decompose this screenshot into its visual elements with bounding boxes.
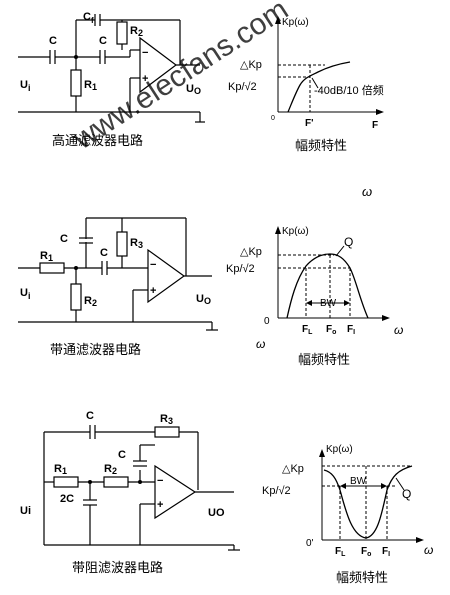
- bs-2c-label: 2C: [60, 493, 74, 505]
- bs-plus-label: +: [157, 499, 163, 511]
- hp-r1-label: R1: [84, 79, 97, 92]
- bs-r1-body: [53, 476, 79, 488]
- bp-plus-label: +: [150, 285, 156, 297]
- bp-minus-label: −: [150, 259, 156, 271]
- bp-vi-label: Ui: [20, 287, 30, 301]
- hp-graph-ylabel: Kp(ω): [282, 17, 309, 28]
- hp-r2-label: R2: [130, 25, 143, 38]
- bp-r2-body: [70, 283, 82, 311]
- bp-graph-q: Q: [344, 235, 353, 249]
- bp-c2-label: C: [100, 247, 108, 259]
- hp-caption: 高通滤波器电路: [52, 133, 143, 148]
- bp-caption: 带通滤波器电路: [50, 342, 141, 357]
- bp-graph-caption: 幅频特性: [298, 352, 350, 367]
- hp-graph-f-marker: F': [305, 118, 314, 129]
- bp-r1-label: R1: [40, 250, 53, 263]
- bs-graph-ylabel: Kp(ω): [326, 444, 353, 455]
- bp-graph-delta: △Kp: [240, 246, 262, 258]
- bs-c-mid-label: C: [118, 449, 126, 461]
- hp-r1-body: [70, 69, 82, 97]
- bp-graph-omega: ω: [394, 323, 403, 337]
- hp-opamp: [139, 36, 177, 94]
- bp-graph-kp-sqrt: Kp/√2: [226, 263, 255, 275]
- bp-graph-fo: Fo: [326, 324, 336, 336]
- highpass-circuit: [18, 14, 205, 123]
- bs-r1-label: R1: [54, 463, 67, 476]
- bandpass-circuit: [18, 217, 218, 331]
- bs-graph-kp-sqrt: Kp/√2: [262, 485, 291, 497]
- hp-graph-omega: ω: [362, 184, 372, 199]
- hp-graph-origin: 0: [271, 115, 275, 122]
- bs-graph-origin: 0': [306, 538, 314, 549]
- bp-graph-origin: 0: [264, 316, 270, 327]
- hp-graph-kp-sqrt: Kp/√2: [228, 81, 257, 93]
- bs-r2-body: [103, 476, 129, 488]
- bp-r2-label: R2: [84, 295, 97, 308]
- bs-graph-fl: FL: [335, 546, 346, 558]
- bp-graph-bw: BW: [320, 298, 337, 309]
- bs-graph-omega: ω: [424, 543, 433, 557]
- bp-graph-ylabel: Kp(ω): [282, 226, 309, 237]
- bs-graph-q: Q: [402, 487, 411, 501]
- bandstop-graph: [319, 449, 424, 543]
- bs-response-curve: [323, 465, 413, 539]
- bs-graph-fo: Fo: [361, 546, 371, 558]
- bp-r3-label: R3: [130, 237, 143, 250]
- hp-cf-label: Cf: [83, 11, 94, 25]
- hp-vi-label: Ui: [20, 79, 30, 93]
- bs-graph-caption: 幅频特性: [336, 570, 388, 585]
- bp-response-curve: [286, 253, 369, 319]
- bs-r3-body: [154, 426, 180, 438]
- bp-r1-body: [39, 262, 65, 274]
- hp-graph-slope: -40dB/10 倍频: [314, 83, 384, 97]
- bs-c-top-label: C: [86, 410, 94, 422]
- hp-r2-body: [116, 21, 128, 45]
- bp-vo-label: UO: [196, 293, 211, 306]
- hp-graph-caption: 幅频特性: [295, 138, 347, 153]
- bs-r3-label: R3: [160, 413, 173, 426]
- bs-r2-label: R2: [104, 463, 117, 476]
- bs-vo-label: UO: [208, 507, 225, 519]
- bs-vi-label: Ui: [20, 505, 31, 517]
- hp-vo-label: UO: [186, 83, 201, 96]
- bs-minus-label: −: [157, 475, 163, 487]
- highpass-graph: [275, 16, 384, 115]
- hp-graph-delta: △Kp: [240, 59, 262, 71]
- hp-response-curve: [287, 61, 351, 113]
- bs-graph-delta: △Kp: [282, 463, 304, 475]
- bp-graph-fl: FL: [302, 324, 313, 336]
- bp-graph-omega-left: ω: [256, 337, 265, 351]
- bp-graph-fh: FI: [347, 324, 355, 336]
- bp-opamp: [147, 248, 186, 304]
- bs-graph-fh: FI: [382, 546, 390, 558]
- bs-opamp: [154, 464, 197, 520]
- bandpass-graph: [275, 226, 390, 321]
- bandstop-circuit: [43, 425, 240, 551]
- bp-r3-body: [116, 231, 128, 257]
- hp-c2-label: C: [99, 35, 107, 47]
- hp-c1-label: C: [49, 35, 57, 47]
- hp-minus-label: −: [142, 47, 148, 59]
- bp-c1-label: C: [60, 233, 68, 245]
- bs-graph-bw: BW: [350, 476, 367, 487]
- bs-caption: 带阻滤波器电路: [72, 560, 163, 575]
- hp-graph-f-axis: F: [372, 120, 378, 131]
- hp-plus-label: +: [142, 73, 148, 85]
